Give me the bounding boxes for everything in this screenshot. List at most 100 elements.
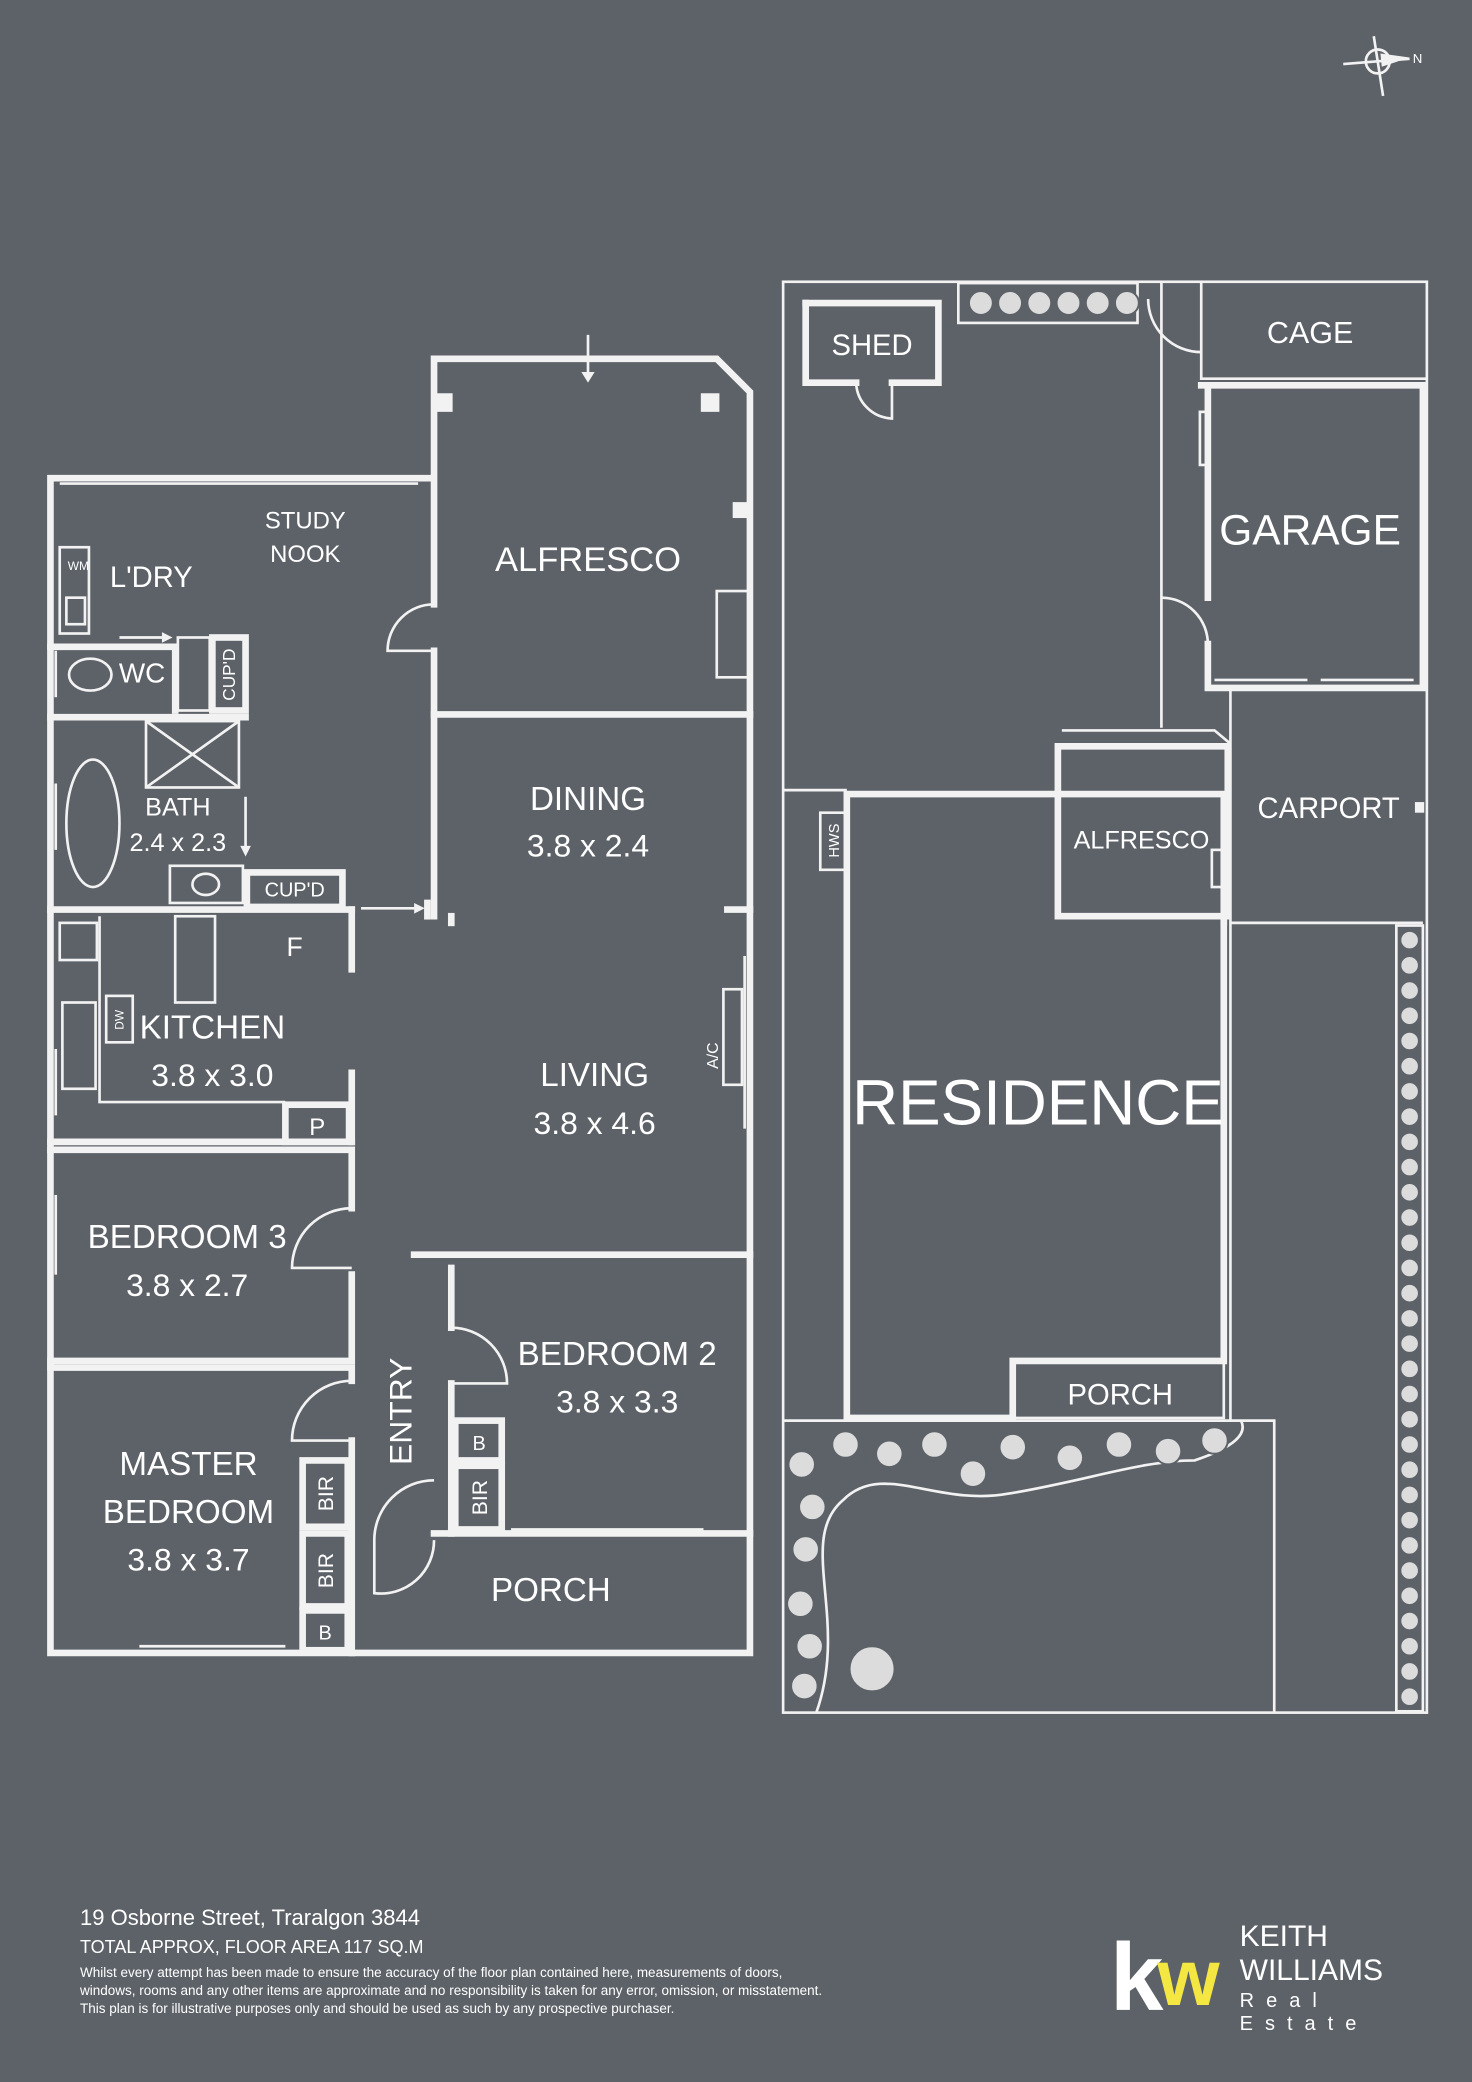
tree-icon	[1399, 1131, 1420, 1153]
tree-icon	[1399, 1509, 1420, 1531]
tree-icon	[958, 1459, 988, 1488]
tree-icon	[1399, 1383, 1420, 1405]
bir-label: BIR	[469, 1480, 492, 1515]
logo-tagline: Real Estate	[1239, 1990, 1369, 2035]
tree-icon	[1399, 1358, 1420, 1380]
room-label-dining: DINING	[530, 781, 646, 818]
room-label-bedroom-3: BEDROOM 3	[88, 1219, 287, 1256]
tree-icon	[1399, 1030, 1420, 1052]
cupboard-label: CUP'D	[265, 879, 325, 901]
tree-icon	[920, 1430, 949, 1459]
tree-icon	[1399, 1560, 1420, 1581]
tree-icon	[1399, 1106, 1420, 1127]
tree-icon	[1026, 290, 1053, 316]
tree-icon	[875, 1439, 904, 1469]
site-label-alfresco: ALFRESCO	[1074, 827, 1210, 855]
compass-north-label: N	[1413, 51, 1423, 66]
floor-area: TOTAL APPROX, FLOOR AREA 117 SQ.M	[80, 1937, 424, 1957]
room-label-study: STUDY	[265, 508, 346, 535]
site-plan: SHED CAGE GARAGE ALFRESCO CARPORT RESIDE…	[781, 280, 1429, 1714]
tree-icon	[1399, 1333, 1420, 1354]
disclaimer-line: Whilst every attempt has been made to en…	[80, 1965, 783, 1980]
room-label-bath: BATH	[145, 793, 210, 821]
room-label-laundry: L'DRY	[110, 562, 193, 594]
room-dim-living: 3.8 x 4.6	[534, 1105, 656, 1141]
room-dim-bath: 2.4 x 2.3	[130, 829, 227, 857]
room-label-porch: PORCH	[491, 1572, 611, 1609]
tree-icon	[1399, 1081, 1420, 1102]
compass-icon: N	[1343, 36, 1423, 97]
tree-icon	[787, 1450, 816, 1479]
bir-label: BIR	[315, 1553, 338, 1588]
tree-icon	[1113, 290, 1140, 316]
fridge-label: F	[287, 932, 303, 962]
room-label-kitchen: KITCHEN	[140, 1009, 286, 1046]
tree-icon	[795, 1631, 824, 1661]
site-label-hws: HWS	[827, 823, 843, 857]
tree-icon	[1399, 1232, 1420, 1254]
tree-icon	[790, 1671, 819, 1701]
tree-icon	[998, 1432, 1028, 1462]
site-label-shed: SHED	[832, 330, 913, 362]
tree-icon	[1399, 1459, 1420, 1481]
room-dim-kitchen: 3.8 x 3.0	[151, 1057, 273, 1093]
dishwasher-label: DW	[112, 1009, 126, 1030]
tree-icon	[1200, 1426, 1229, 1455]
tree-icon	[1399, 1207, 1420, 1228]
tree-icon	[1399, 1005, 1420, 1027]
pantry-label: P	[309, 1114, 325, 1141]
site-label-residence: RESIDENCE	[852, 1067, 1224, 1139]
aircon-label: A/C	[705, 1042, 722, 1069]
cupboard-label: CUP'D	[219, 649, 239, 701]
tree-icon	[1399, 1484, 1420, 1506]
bir-label: BIR	[315, 1476, 338, 1511]
tree-icon	[1399, 1686, 1420, 1707]
room-label-living: LIVING	[540, 1057, 649, 1094]
tree-icon	[1399, 1257, 1420, 1279]
logo-k: k	[1110, 1924, 1163, 2031]
room-dim-bedroom-2: 3.8 x 3.3	[556, 1384, 678, 1420]
tree-icon	[1399, 1535, 1420, 1556]
tree-icon	[1399, 1408, 1420, 1430]
tree-icon	[1399, 929, 1420, 951]
site-label-carport: CARPORT	[1258, 793, 1400, 825]
room-label-nook: NOOK	[270, 541, 340, 568]
b-label: B	[319, 1623, 332, 1645]
tree-icon	[997, 290, 1024, 316]
keith-williams-logo: k w KEITH WILLIAMS Real Estate	[1110, 1920, 1472, 2036]
tree-icon	[1399, 1182, 1420, 1203]
room-dim-dining: 3.8 x 2.4	[527, 828, 649, 864]
b-label: B	[473, 1433, 486, 1455]
tree-icon	[1084, 290, 1111, 316]
tree-icon	[1055, 290, 1082, 316]
disclaimer: Whilst every attempt has been made to en…	[80, 1964, 980, 2018]
floor-plan: ALFRESCO STUDY NOOK L'DRY WM WC CUP'D BA…	[47, 334, 754, 1657]
tree-icon	[1399, 980, 1420, 1001]
site-label-porch: PORCH	[1068, 1380, 1173, 1412]
room-dim-master: 3.8 x 3.7	[127, 1542, 249, 1578]
room-label-bedroom-2: BEDROOM 2	[518, 1336, 717, 1373]
room-label-master: MASTER	[119, 1446, 257, 1483]
room-dim-bedroom-3: 3.8 x 2.7	[126, 1267, 248, 1303]
tree-icon	[798, 1492, 827, 1522]
logo-w: w	[1157, 1933, 1220, 2022]
tree-icon	[1399, 1055, 1420, 1077]
tree-icon	[1399, 1661, 1420, 1682]
room-label-wc: WC	[119, 658, 165, 689]
tree-icon	[786, 1589, 815, 1619]
tree-icon	[1399, 1434, 1420, 1455]
tree-icon	[1399, 1308, 1420, 1329]
tree-icon	[1399, 1156, 1420, 1178]
tree-icon	[1399, 1585, 1420, 1607]
room-label-master-bedroom: BEDROOM	[103, 1494, 274, 1531]
room-label-alfresco: ALFRESCO	[495, 541, 681, 579]
tree-icon	[1399, 1635, 1420, 1657]
tree-icon	[848, 1645, 896, 1693]
site-label-cage: CAGE	[1267, 316, 1353, 350]
tree-icon	[1104, 1430, 1134, 1459]
tree-icon	[1055, 1443, 1085, 1473]
tree-icon	[1399, 1610, 1420, 1632]
property-address: 19 Osborne Street, Traralgon 3844	[80, 1905, 420, 1930]
tree-icon	[831, 1430, 860, 1459]
